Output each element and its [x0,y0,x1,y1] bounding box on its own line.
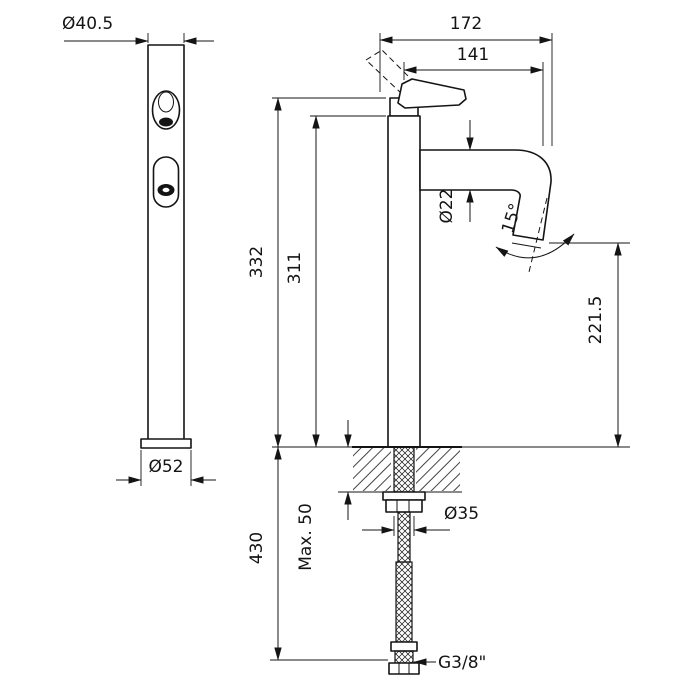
hose-connector-nut [388,662,420,675]
supply-hose [395,561,413,643]
base-diameter-label: Ø52 [148,457,183,477]
washer [382,491,426,501]
handle-front-shadow [159,117,173,127]
spout-reach-label: 141 [457,45,489,65]
aerator-front-hole [162,187,170,193]
mounting-shank [393,446,415,493]
thread-label: G3/8" [438,653,486,673]
faucet-body-side [387,115,421,448]
aerator-side [511,242,542,249]
under-height-label: 430 [247,532,267,564]
counter-hatch-right [416,448,460,491]
front-view-dimensions: Ø40.5 Ø52 [62,14,216,486]
handle-front [151,90,181,130]
locknut [385,499,423,513]
base-flange-front [140,438,192,449]
spout-height-label: 311 [285,252,305,284]
handle-alt-position [365,49,416,95]
outlet-height-label: 221.5 [586,296,606,345]
spout-front [152,156,180,208]
handle-lever [397,78,467,109]
total-reach-label: 172 [450,14,482,34]
counter-hatch-left [353,448,391,491]
threaded-rod [397,511,411,563]
angle-arc [495,233,575,259]
side-view [338,49,552,675]
max-deck-label: Max. 50 [296,503,316,571]
spout-diameter-label: Ø22 [437,188,457,223]
side-view-dimensions: 172 141 332 311 Ø22 15° 221.5 Max. 50 [247,14,630,673]
hose-neck [394,650,414,664]
top-diameter-label: Ø40.5 [62,14,113,34]
hole-diameter-label: Ø35 [444,504,479,524]
handle-front-inner [158,91,174,113]
hose-collar [390,641,418,652]
body-height-label: 332 [247,246,267,278]
front-view [140,44,192,449]
outlet-axis-line [528,197,548,273]
